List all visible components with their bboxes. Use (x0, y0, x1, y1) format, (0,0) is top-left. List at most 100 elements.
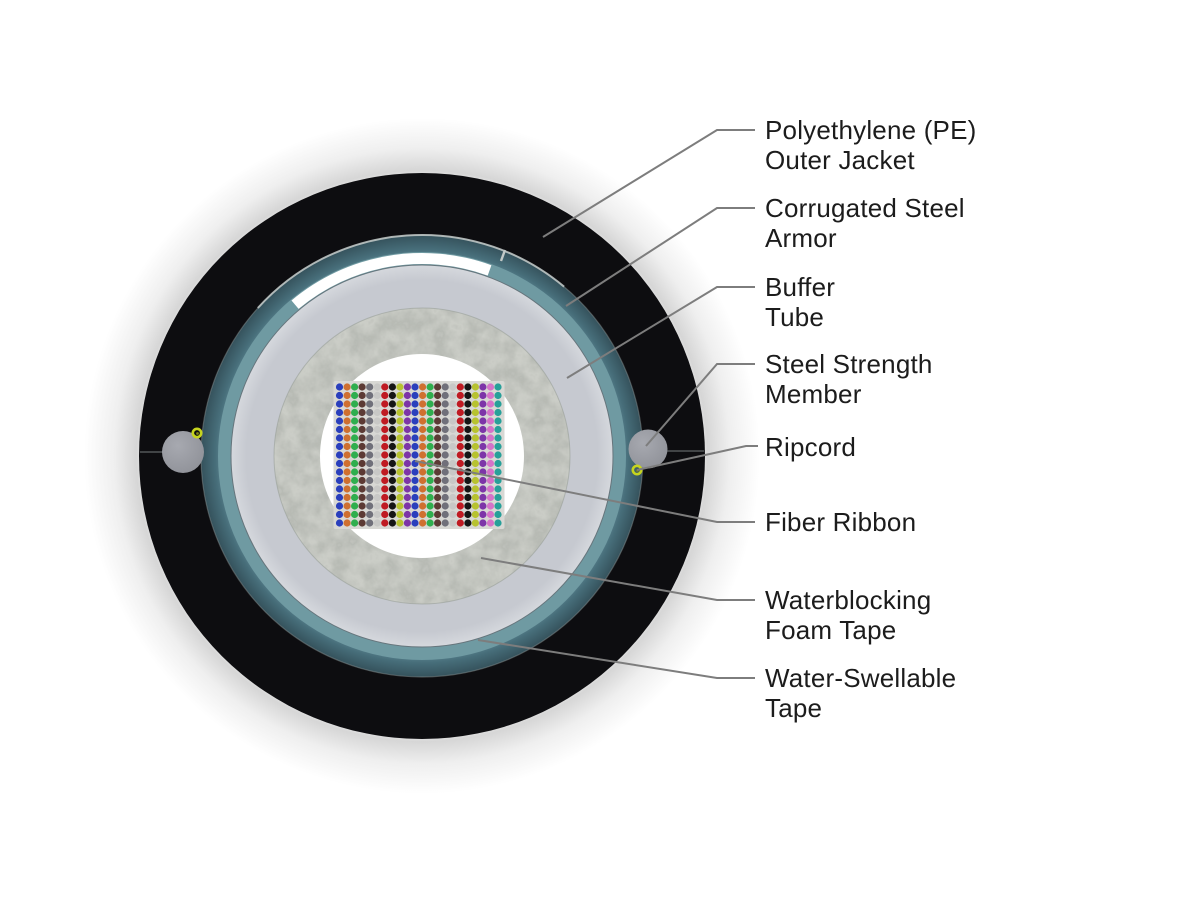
fiber-dot (479, 408, 487, 417)
strength-member-right (628, 429, 668, 469)
fiber-dot (464, 425, 472, 434)
leader-water-swellable (477, 639, 755, 679)
fiber-dot (494, 468, 502, 476)
fiber-dot (381, 391, 389, 400)
fiber-dot (419, 493, 427, 502)
fiber-dot (381, 408, 389, 417)
label-line: Outer Jacket (765, 145, 915, 175)
fiber-dot (373, 485, 381, 493)
ripcord-left (191, 427, 203, 439)
fiber-dot (494, 451, 502, 459)
fiber-dot (486, 519, 495, 527)
fiber-dot (419, 502, 427, 510)
fiber-dot (381, 425, 389, 434)
fiber-dot (479, 519, 487, 527)
label-line: Tape (765, 693, 823, 723)
fiber-dot (441, 383, 449, 391)
fiber-dot (426, 510, 434, 519)
fiber-dot (335, 417, 344, 425)
fiber-dot (449, 391, 457, 400)
fiber-dot (373, 459, 381, 468)
fiber-dot (464, 442, 472, 451)
fiber-dot (373, 400, 381, 408)
fiber-dot (388, 408, 396, 417)
fiber-dot (403, 493, 411, 502)
fiber-dot (396, 459, 404, 468)
fiber-dot (343, 383, 351, 391)
fiber-dot (396, 493, 404, 502)
fiber-dot (464, 400, 472, 408)
fiber-dot (441, 476, 449, 485)
fiber-dot (411, 391, 419, 400)
fiber-dot (335, 502, 344, 510)
fiber-dot (419, 442, 427, 451)
fiber-dot (434, 476, 442, 485)
fiber-dot (494, 459, 502, 468)
fiber-dot (471, 434, 479, 442)
fiber-dot (335, 451, 344, 459)
fiber-dot (411, 400, 419, 408)
fiber-dot (464, 476, 472, 485)
fiber-dot (381, 417, 389, 425)
fiber-dot (479, 442, 487, 451)
fiber-dot (471, 510, 479, 519)
fiber-dot (366, 459, 374, 468)
strength-member-left (162, 431, 204, 473)
fiber-dot (479, 434, 487, 442)
fiber-dot (366, 434, 374, 442)
fiber-dot (464, 485, 472, 493)
fiber-dot (456, 391, 464, 400)
fiber-dot (381, 502, 389, 510)
fiber-dot (403, 468, 411, 476)
fiber-dot (471, 519, 479, 527)
fiber-dot (426, 451, 434, 459)
fiber-dot (449, 425, 457, 434)
fiber-dot (471, 502, 479, 510)
fiber-dot (434, 442, 442, 451)
fiber-dot (456, 476, 464, 485)
fiber-dot (494, 442, 502, 451)
fiber-dot (358, 459, 366, 468)
fiber-dot (479, 391, 487, 400)
fiber-dot (366, 408, 374, 417)
fiber-dot (396, 476, 404, 485)
fiber-dot (486, 408, 495, 417)
fiber-dot (343, 485, 351, 493)
fiber-dot (335, 391, 344, 400)
fiber-dot (456, 493, 464, 502)
fiber-dot (419, 408, 427, 417)
fiber-dot (411, 493, 419, 502)
fiber-dot (471, 459, 479, 468)
fiber-dot (335, 476, 344, 485)
fiber-dot (411, 510, 419, 519)
fiber-dot (486, 383, 495, 391)
label-line: Foam Tape (765, 615, 897, 645)
fiber-dot (373, 502, 381, 510)
fiber-dot (388, 451, 396, 459)
fiber-dot (343, 451, 351, 459)
fiber-dot (441, 434, 449, 442)
label-line: Fiber Ribbon (765, 507, 917, 537)
fiber-dot (426, 434, 434, 442)
leader-armor (565, 207, 755, 307)
fiber-dot (388, 476, 396, 485)
fiber-dot (449, 502, 457, 510)
fiber-dot (351, 502, 359, 510)
fiber-dot (403, 519, 411, 527)
fiber-dot (464, 391, 472, 400)
label-line: Corrugated Steel (765, 193, 965, 223)
fiber-dot (449, 459, 457, 468)
fiber-dot (434, 451, 442, 459)
fiber-dot (403, 510, 411, 519)
fiber-dot (343, 502, 351, 510)
fiber-dot (494, 400, 502, 408)
fiber-dot (434, 425, 442, 434)
fiber-dot (419, 391, 427, 400)
fiber-dot (388, 485, 396, 493)
fiber-dot (381, 493, 389, 502)
fiber-dot (366, 383, 374, 391)
label-foam-tape: Waterblocking Foam Tape (765, 585, 931, 645)
fiber-dot (441, 442, 449, 451)
fiber-dot (456, 459, 464, 468)
label-line: Member (765, 379, 862, 409)
